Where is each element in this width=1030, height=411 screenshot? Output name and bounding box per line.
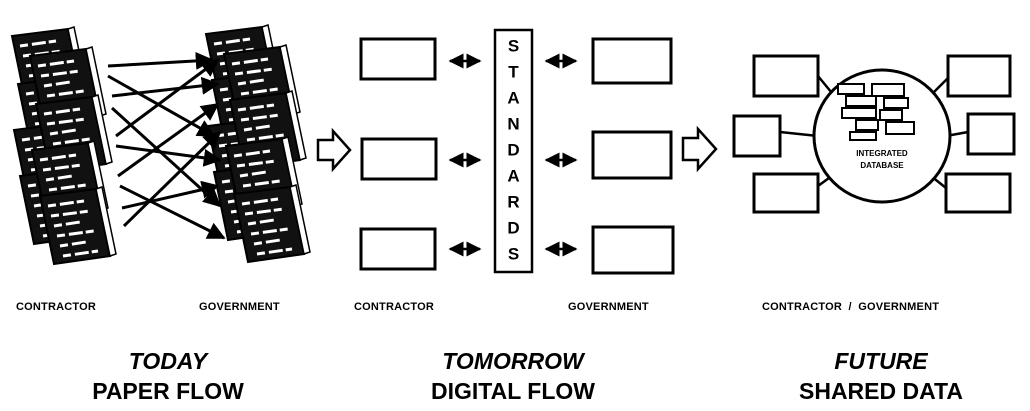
- phase-name: FUTURE: [834, 348, 928, 374]
- today-contractor-label: CONTRACTOR: [16, 301, 97, 313]
- hub-letter: D: [507, 218, 519, 237]
- phase-name: TOMORROW: [442, 348, 584, 374]
- hub-letter: A: [507, 166, 519, 185]
- hub-letter: S: [508, 36, 519, 55]
- tomorrow-contractor-label: CONTRACTOR: [354, 301, 435, 313]
- phase-description: DIGITAL FLOW: [431, 378, 595, 404]
- paper-flow-arrows: [107, 51, 226, 240]
- database-label-line1: INTEGRATED: [856, 149, 908, 158]
- future-phase-title: FUTURE SHARED DATA: [771, 350, 991, 403]
- tomorrow-contractor-boxes: [359, 37, 438, 271]
- hub-letter: A: [507, 88, 519, 107]
- future-peripheral-boxes: [732, 54, 1016, 214]
- standards-hub-letters: S T A N D A R D S: [507, 36, 519, 263]
- transition-arrow-icon: [316, 127, 352, 173]
- phase-description: SHARED DATA: [799, 378, 963, 404]
- hub-letter: N: [507, 114, 519, 133]
- phase-name: TODAY: [128, 348, 208, 374]
- standards-hub: [493, 28, 534, 274]
- hub-letter: T: [508, 62, 519, 81]
- tomorrow-government-label: GOVERNMENT: [568, 301, 649, 313]
- government-document-stack: [204, 23, 312, 264]
- today-government-label: GOVERNMENT: [199, 301, 280, 313]
- tomorrow-government-boxes: [591, 37, 675, 275]
- contractor-document-stack: [10, 25, 118, 266]
- future-footer-label: CONTRACTOR / GOVERNMENT: [762, 301, 940, 313]
- database-tables-icon: [837, 83, 915, 141]
- tomorrow-phase-title: TOMORROW DIGITAL FLOW: [413, 350, 613, 403]
- transition-arrow-icon: [681, 125, 718, 173]
- hub-letter: D: [507, 140, 519, 159]
- phase-description: PAPER FLOW: [92, 378, 244, 404]
- hub-letter: R: [507, 192, 519, 211]
- today-phase-title: TODAY PAPER FLOW: [68, 350, 268, 403]
- hub-letter: S: [508, 244, 519, 263]
- database-label-line2: DATABASE: [860, 161, 904, 170]
